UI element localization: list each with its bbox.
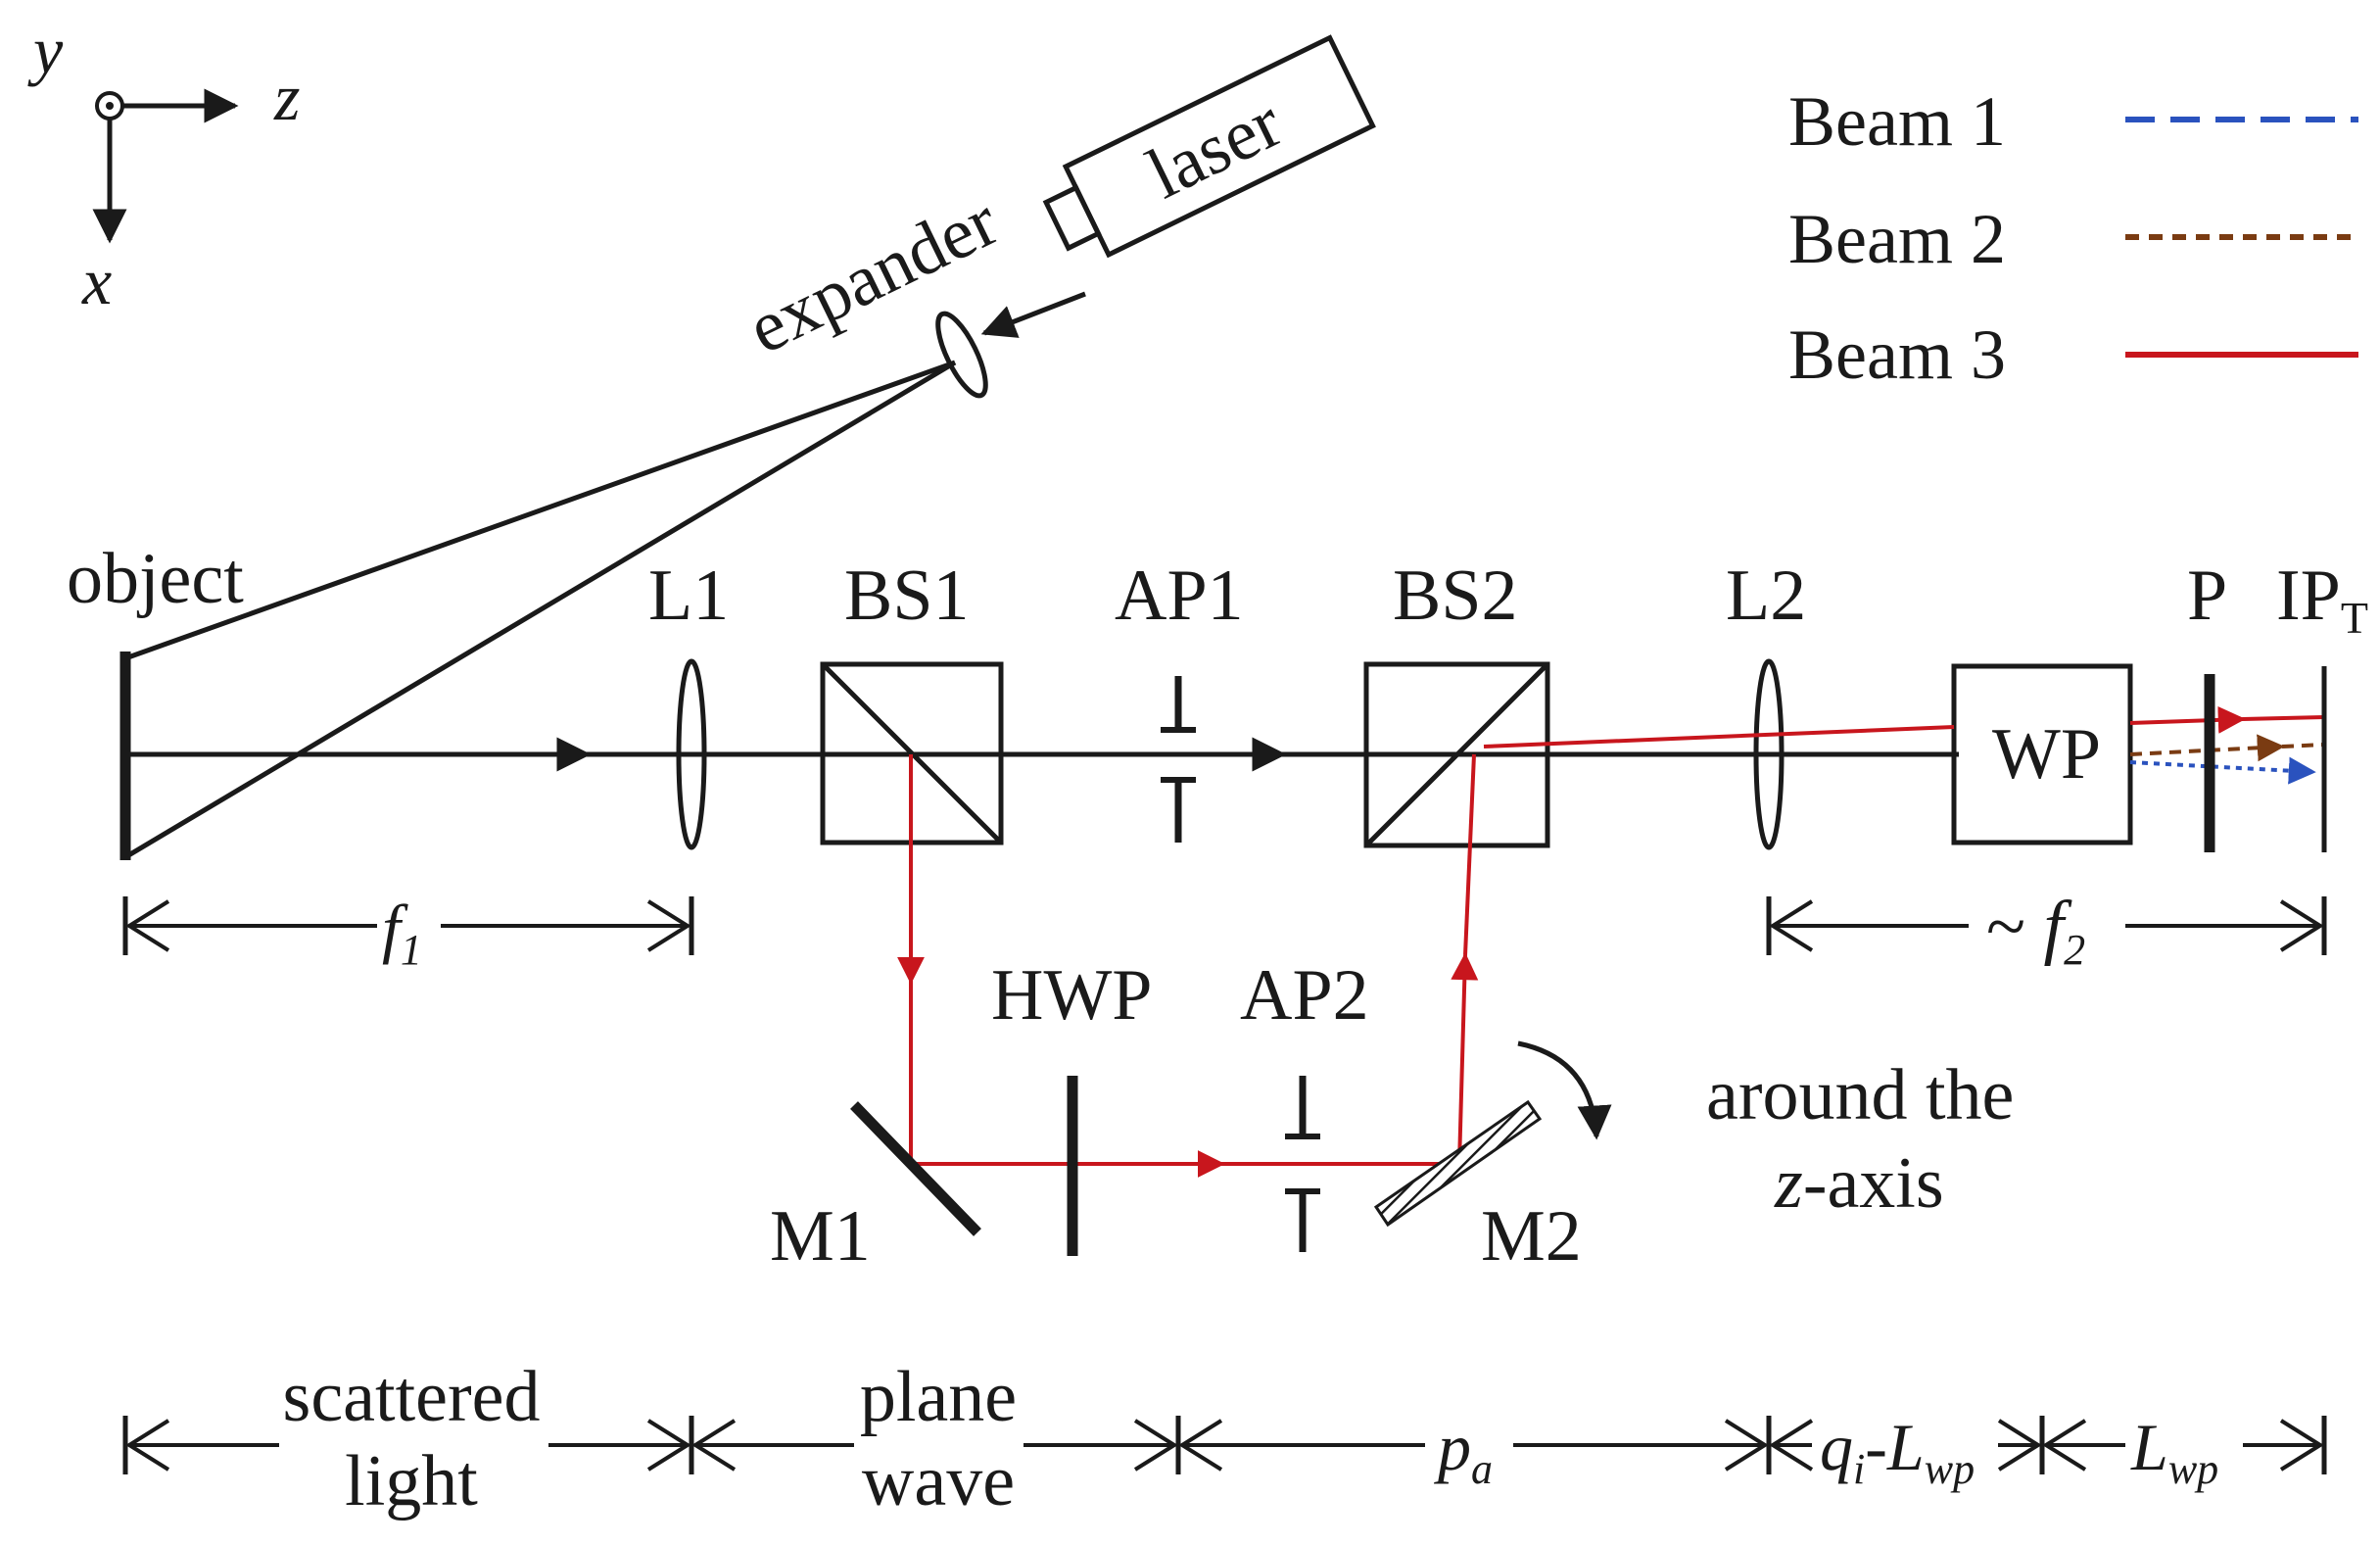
beam-splitter-bs1-label: BS1 <box>844 555 970 636</box>
legend-label-beam-1: Beam 1 <box>1788 82 2006 161</box>
reference-arm-beam <box>897 753 1479 1178</box>
aperture-ap2-label: AP2 <box>1240 955 1369 1036</box>
dimension-f2 <box>1766 896 2327 955</box>
beam-3-path-to-wp <box>1483 725 1955 748</box>
legend-label-beam-3: Beam 3 <box>1788 315 2006 394</box>
laser-label: laser <box>1135 82 1294 215</box>
object-label: object <box>67 539 244 619</box>
beam-2-output <box>2129 734 2285 762</box>
rotation-note-line-2: z-axis <box>1774 1143 1944 1224</box>
label-scattered-light-1: scattered <box>283 1357 541 1437</box>
wollaston-prism-label: WP <box>1992 714 2101 795</box>
beam-3-output-tail <box>2242 715 2325 721</box>
axis-label-z: z <box>273 60 300 134</box>
illumination-ray-upper <box>124 360 956 661</box>
beam-3-output <box>2129 705 2246 734</box>
illumination-ray-lower <box>123 360 957 860</box>
laser: laser <box>1042 34 1376 259</box>
half-wave-plate-label: HWP <box>991 955 1152 1036</box>
lens-l1 <box>676 658 707 850</box>
label-lwp: Lwp <box>2130 1410 2218 1493</box>
lens-l1-label: L1 <box>648 555 729 636</box>
bottom-dimension-row <box>122 1416 2327 1474</box>
dimension-f1-label: f1 <box>382 891 422 974</box>
label-scattered-light-2: light <box>345 1441 478 1521</box>
legend: Beam 1 Beam 2 Beam 3 <box>1788 82 2358 394</box>
coordinate-axes: y z x <box>27 13 300 318</box>
beam-1-output <box>2129 756 2316 785</box>
laser-to-expander-beam <box>980 291 1086 338</box>
dimension-f1 <box>122 896 694 955</box>
expander-lens <box>935 311 988 399</box>
polarizer-label: P <box>2187 555 2227 636</box>
lens-l2-label: L2 <box>1726 555 1806 636</box>
rotation-note-line-1: around the <box>1706 1055 2014 1135</box>
mirror-m1-label: M1 <box>770 1196 871 1277</box>
beam-2-output-tail <box>2281 743 2325 748</box>
beam-splitter-bs2-label: BS2 <box>1393 555 1518 636</box>
label-plane-wave-2: wave <box>862 1441 1015 1521</box>
mirror-m2-label: M2 <box>1481 1196 1582 1277</box>
axis-label-y: y <box>27 13 64 87</box>
mirror-m2 <box>1373 1099 1543 1228</box>
lens-l2 <box>1753 658 1785 850</box>
rotation-arrow <box>1517 1040 1612 1140</box>
label-pa: pa <box>1434 1410 1493 1493</box>
axis-label-x: x <box>81 244 112 318</box>
mirror-m1 <box>850 1101 981 1236</box>
aperture-ap1-label: AP1 <box>1115 555 1244 636</box>
image-plane-label: IPT <box>2276 555 2368 643</box>
dimension-f2-label: ~ f2 <box>1986 887 2085 974</box>
aperture-ap2 <box>1285 1076 1320 1252</box>
beam-splitter-bs2 <box>1363 661 1550 848</box>
aperture-ap1 <box>1161 676 1196 843</box>
legend-label-beam-2: Beam 2 <box>1788 200 2006 278</box>
label-qi-minus-lwp: qi-Lwp <box>1820 1410 1975 1493</box>
label-plane-wave-1: plane <box>860 1357 1017 1437</box>
